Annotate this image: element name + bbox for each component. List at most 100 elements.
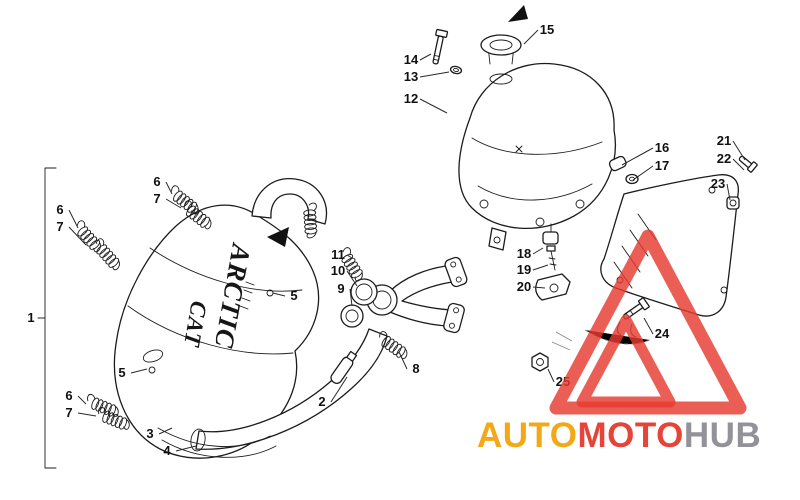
callout-6: 6	[56, 202, 63, 217]
lower-bracket	[488, 227, 507, 251]
callout-5: 5	[118, 365, 125, 380]
callout-layer: 1413121516172122236767111095181920185252…	[27, 22, 746, 458]
logo-outer-triangle-icon	[549, 229, 747, 415]
wordmark-hub: HUB	[683, 416, 762, 455]
leader-line-5	[272, 292, 286, 297]
leader-line-9	[349, 288, 353, 307]
callout-2: 2	[318, 394, 325, 409]
pipe-flange	[190, 428, 206, 452]
leader-line-6	[68, 209, 79, 229]
callout-11: 11	[331, 247, 345, 262]
leader-line-6	[165, 181, 173, 195]
leader-line-3	[158, 427, 173, 435]
gasket-edge-3	[157, 427, 271, 447]
direction-arrows	[267, 5, 528, 247]
callout-3: 3	[146, 426, 153, 441]
callout-7: 7	[56, 219, 63, 234]
callout-12: 12	[404, 91, 418, 106]
leader-line-6	[77, 395, 87, 405]
heat-guard-edge-4	[161, 439, 277, 458]
callout-22: 22	[717, 151, 731, 166]
callout-16: 16	[655, 140, 669, 155]
callout-10: 10	[331, 263, 345, 278]
header-pipe-hook	[251, 178, 327, 225]
callout-6: 6	[153, 174, 160, 189]
callout-1: 1	[27, 310, 34, 325]
leader-line-20	[532, 286, 546, 289]
callout-4: 4	[163, 443, 171, 458]
leader-line-21	[732, 140, 746, 161]
exhaust-seal	[340, 304, 364, 328]
callout-24: 24	[655, 326, 670, 341]
leader-line-23	[726, 183, 731, 201]
leader-line-11	[346, 254, 353, 259]
leader-line-5	[130, 368, 148, 374]
callout-7: 7	[65, 405, 72, 420]
bushing-washer	[625, 173, 639, 185]
leader-line-4	[175, 445, 197, 452]
retainer-ring	[350, 278, 378, 306]
callout-18: 18	[517, 246, 531, 261]
heat-shield	[600, 155, 758, 338]
leader-line-2	[330, 376, 348, 403]
bolt-head	[546, 245, 556, 252]
leader-line-19	[532, 264, 549, 271]
arrow-icon	[508, 5, 528, 22]
callout-5: 5	[290, 288, 297, 303]
leader-line-13	[419, 71, 450, 78]
leader-line-12	[419, 98, 448, 114]
mount-bracket	[535, 273, 571, 301]
leader-line-16	[621, 147, 654, 166]
mount-bolt	[548, 250, 557, 271]
callout-9: 9	[337, 281, 344, 296]
leader-line-15	[523, 29, 539, 45]
callout-6: 6	[65, 388, 72, 403]
fasteners	[432, 28, 639, 185]
wordmark-moto: MOTO	[577, 416, 684, 455]
leader-line-17	[632, 165, 654, 181]
pipe-clamp	[330, 350, 358, 385]
callout-20: 20	[517, 279, 531, 294]
x-mark	[515, 145, 523, 153]
spring-tab	[148, 366, 156, 374]
callout-21: 21	[717, 133, 731, 148]
callout-8: 8	[412, 361, 419, 376]
leader-line-10	[346, 270, 358, 287]
exhaust-pipe	[157, 328, 388, 458]
leader-line-24	[643, 317, 654, 335]
callout-19: 19	[517, 262, 531, 277]
leader-line-7	[165, 198, 182, 209]
hatch-marks	[239, 281, 255, 310]
callout-23: 23	[711, 176, 725, 191]
lock-nut	[531, 352, 549, 372]
leader-line-25	[547, 368, 555, 383]
leader-line-22	[732, 158, 745, 171]
callout-14: 14	[404, 52, 419, 67]
callout-7: 7	[153, 191, 160, 206]
grommet	[726, 196, 740, 210]
watermark-logo	[549, 229, 747, 415]
inlet-gasket-ring	[480, 34, 522, 56]
spring-part	[90, 237, 125, 273]
watermark-wordmark: AUTOMOTOHUB	[477, 416, 761, 456]
callout-17: 17	[655, 158, 669, 173]
washer	[449, 65, 463, 75]
leader-line-18	[532, 247, 544, 255]
long-bolt	[432, 28, 449, 65]
callout-15: 15	[540, 22, 554, 37]
shield-screw	[738, 155, 758, 173]
silencer-resonator	[458, 45, 616, 251]
rubber-mount	[542, 231, 559, 245]
leader-line-7	[68, 226, 87, 246]
arrow-icon	[267, 227, 289, 247]
leader-line-8	[398, 351, 408, 370]
emblem-oval	[142, 349, 164, 363]
leader-line-7	[77, 412, 97, 417]
bushing	[608, 155, 627, 172]
leader-line-14	[419, 53, 432, 61]
callout-13: 13	[404, 69, 418, 84]
muffler-tuned-pipe: ARCTIC CAT	[113, 204, 320, 459]
logo-inner-triangle-icon	[576, 314, 676, 408]
